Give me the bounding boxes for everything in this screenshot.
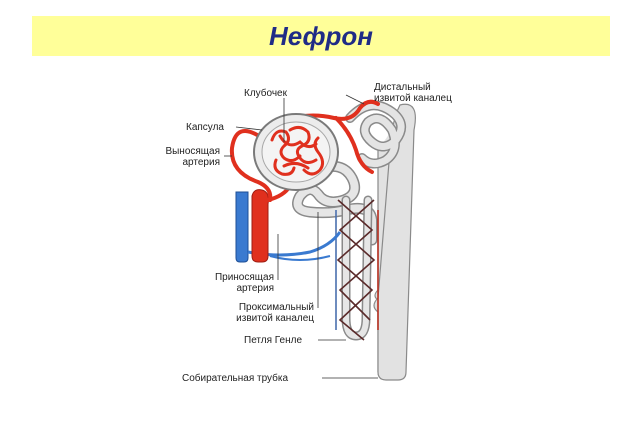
label-afferent-line2: артерия [236, 283, 275, 294]
label-capsule: Капсула [186, 122, 224, 133]
label-afferent-artery: Приносящая артерия [198, 272, 274, 294]
page-title: Нефрон [268, 21, 374, 51]
glomerulus [270, 125, 325, 176]
collecting-duct [373, 103, 416, 381]
label-glomerulus: Клубочек [244, 88, 287, 99]
label-proximal-line2: извитой каналец [236, 313, 314, 324]
label-efferent-line2: артерия [182, 157, 221, 168]
label-efferent-artery: Выносящая артерия [148, 146, 220, 168]
label-loop-of-henle: Петля Генле [244, 335, 303, 346]
label-proximal-tubule: Проксимальный извитой каналец [212, 302, 314, 324]
label-afferent-line1: Приносящая [214, 272, 274, 283]
label-distal-tubule: Дистальный извитой каналец [374, 82, 452, 104]
title-banner: Нефрон [32, 16, 610, 56]
renal-artery [251, 189, 269, 263]
label-efferent-line1: Выносящая [165, 146, 220, 157]
label-collecting-duct: Собирательная трубка [182, 373, 289, 384]
label-proximal-line1: Проксимальный [238, 302, 314, 313]
leader-lines [224, 94, 378, 379]
label-distal-line1: Дистальный [374, 82, 431, 93]
label-distal-line2: извитой каналец [374, 93, 452, 104]
capillary-network [335, 199, 379, 341]
